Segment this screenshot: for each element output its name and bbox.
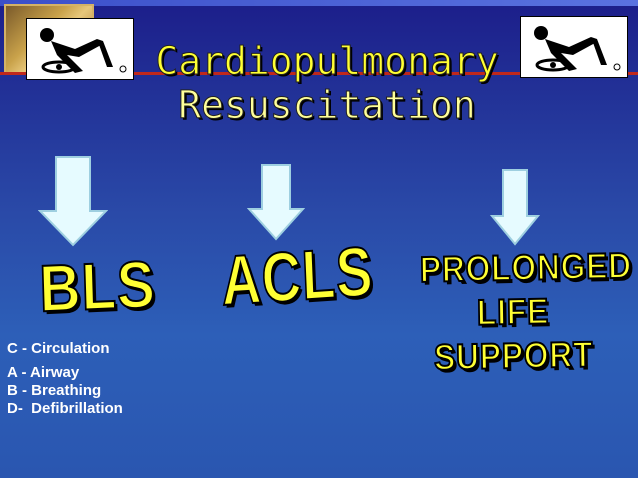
stage-bls: BLS <box>37 246 157 327</box>
cpr-logo-icon <box>520 16 628 78</box>
list-item: D- Defibrillation <box>7 400 123 417</box>
title-line-1: Cardiopulmonary <box>155 39 499 83</box>
list-item: B - Breathing <box>7 382 102 399</box>
cpr-logo-icon <box>26 18 134 80</box>
stage-prolonged-line-2: LIFE SUPPORT <box>433 289 595 378</box>
list-item: C - Circulation <box>7 340 110 357</box>
slide-title: Cardiopulmonary Resuscitation <box>132 39 522 127</box>
down-arrow-icon <box>490 168 540 246</box>
down-arrow-icon <box>247 163 305 241</box>
list-item: A - Airway <box>7 364 80 381</box>
title-line-2: Resuscitation <box>178 83 476 127</box>
abc-list: C - Circulation A - Airway B - Breathing… <box>7 340 123 418</box>
stage-prolonged-line-1: PROLONGED <box>419 244 634 291</box>
stage-acls: ACLS <box>219 231 376 321</box>
down-arrow-icon <box>38 155 108 247</box>
top-stripe <box>0 0 638 6</box>
stage-prolonged-life-support: PROLONGED LIFE SUPPORT <box>419 244 634 380</box>
header-divider <box>0 72 638 75</box>
